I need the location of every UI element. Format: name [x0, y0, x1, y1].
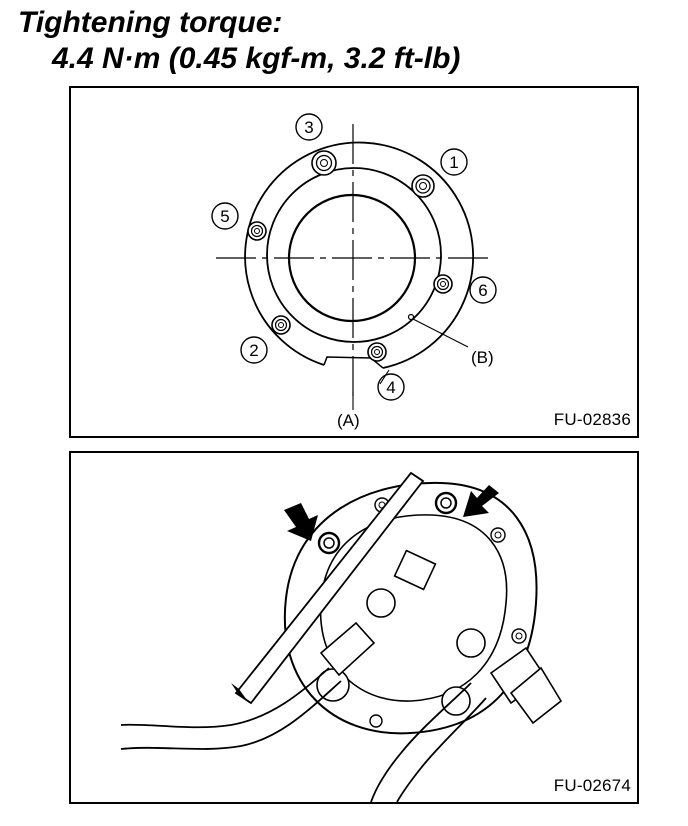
flange-inner-ring: [266, 167, 442, 343]
label-6-badge: 6: [469, 276, 497, 304]
bolt-4: [367, 342, 387, 362]
fuel-hose: [120, 680, 342, 750]
pump-boss: [316, 668, 350, 702]
callout-a: (A): [337, 411, 360, 430]
label-2: 2: [249, 341, 258, 360]
label-3: 3: [304, 118, 313, 137]
figure-code: FU-02836: [553, 410, 631, 429]
alignment-mark: [407, 313, 415, 321]
flange-bolt: [511, 628, 527, 644]
flange-bolt: [490, 527, 506, 543]
label-3-badge: 3: [295, 113, 323, 141]
torque-heading: Tightening torque:: [18, 6, 283, 39]
flange-notch: [323, 356, 384, 369]
label-5: 5: [220, 207, 229, 226]
hose-fitting-left: [319, 621, 376, 677]
bolt-3: [311, 150, 337, 176]
label-4: 4: [386, 378, 395, 397]
bolt-6: [433, 274, 453, 294]
electrical-connector: [393, 549, 437, 591]
label-5-badge: 5: [211, 202, 239, 230]
pump-opening: [287, 193, 417, 323]
bolt-sequence-figure: 1 2 3 4 5 6 (B) (A) FU-02836: [69, 86, 639, 438]
arrow-right-icon: [463, 485, 499, 517]
flange-outer-edge: [244, 141, 474, 369]
label-1: 1: [449, 153, 458, 172]
flange-bolt: [369, 714, 383, 728]
label-1-badge: 1: [440, 148, 468, 176]
hose-clamp: [509, 666, 563, 725]
fuel-hose: [370, 682, 472, 802]
fuel-hose: [120, 667, 330, 729]
bolt-1: [411, 174, 435, 198]
bolt-2: [271, 315, 291, 335]
fuel-hose: [396, 697, 487, 802]
leader-line-4: [379, 369, 390, 385]
leader-line-b: [412, 318, 469, 348]
outlet-nipple: [456, 628, 486, 658]
label-6: 6: [478, 281, 487, 300]
target-bolt-right: [434, 491, 458, 515]
label-4-badge: 4: [377, 373, 405, 401]
pump-boss: [441, 686, 471, 716]
callout-b: (B): [471, 348, 494, 367]
pump-assembly-figure: FU-02674: [69, 451, 639, 804]
bolt-5: [247, 221, 267, 241]
arrow-left-icon: [284, 503, 318, 541]
bolt-sequence-diagram: 1 2 3 4 5 6 (B) (A): [211, 113, 497, 430]
pump-assembly-illustration: [120, 471, 563, 802]
wrench-tip: [231, 683, 249, 703]
figure-code: FU-02674: [553, 776, 631, 795]
pump-flange: [283, 481, 538, 735]
outlet-nipple: [366, 588, 396, 618]
target-bolt-left: [317, 531, 341, 555]
label-2-badge: 2: [240, 336, 268, 364]
torque-value: 4.4 N·m (0.45 kgf-m, 3.2 ft-lb): [52, 42, 461, 75]
